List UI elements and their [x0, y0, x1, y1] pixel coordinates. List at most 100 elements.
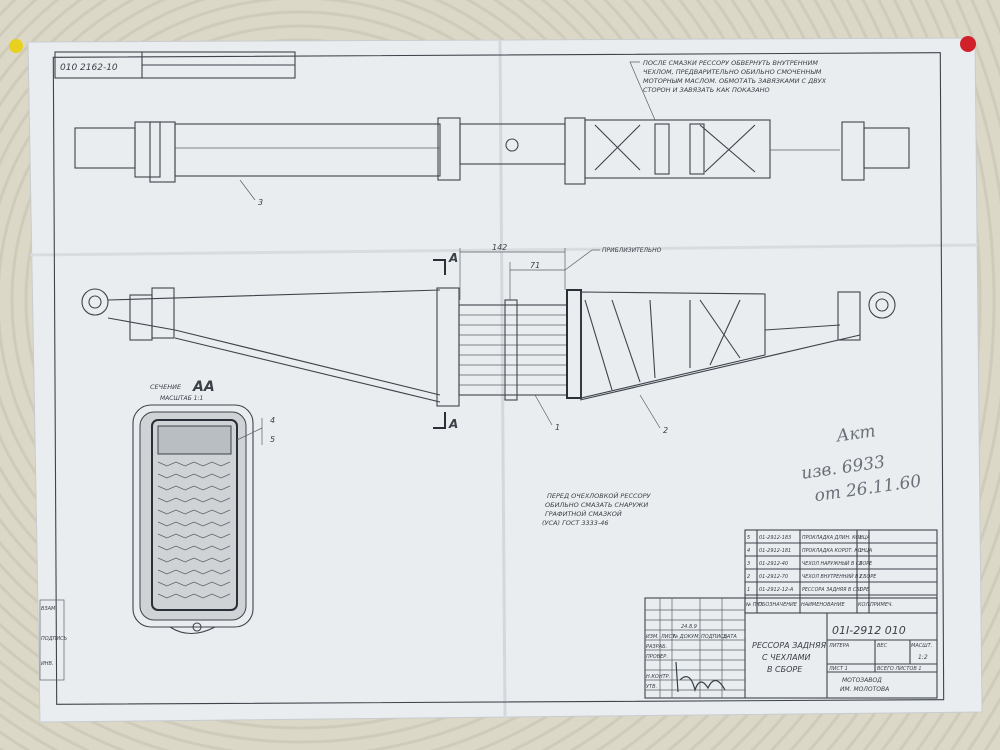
- revision-header: № ДОКУМ.: [672, 634, 700, 640]
- grease-note-line: ОБИЛЬНО СМАЗАТЬ СНАРУЖИ: [545, 501, 648, 509]
- parts-table-cell: 01-2912-181: [759, 548, 791, 554]
- drawing-title: С ЧЕХЛАМИ: [762, 653, 811, 662]
- title-block: ИЗМ. ЛИСТ № ДОКУМ. ПОДПИСЬ ДАТА 24.8.9 Р…: [644, 597, 938, 699]
- parts-table-cell: 01-2912-70: [759, 574, 788, 580]
- dimension-short: 71: [530, 261, 540, 270]
- grease-note: ПЕРЕД ОЧЕХЛОВКОЙ РЕССОРУ ОБИЛЬНО СМАЗАТЬ…: [542, 491, 652, 527]
- signature: [675, 661, 726, 693]
- leaf-section-line: [157, 473, 231, 479]
- parts-table-cell: ПРОКЛАДКА КОРОТ. КОНЦА: [802, 548, 872, 554]
- leader-2: 2: [663, 426, 668, 435]
- leaf-section-line: [157, 461, 231, 467]
- revision-header: ИЗМ.: [646, 634, 659, 640]
- pin-yellow: [9, 39, 23, 53]
- scale-label: МАСШТ.: [911, 643, 932, 649]
- top-code: 010 2162-10: [60, 63, 118, 73]
- section-aa: СЕЧЕНИЕ AA МАСШТАБ 1:1 4 5: [132, 379, 275, 635]
- left-stamp-label: ПОДПИСЬ: [41, 636, 67, 642]
- side-view: 1 2: [81, 287, 896, 435]
- section-name: AA: [192, 379, 215, 395]
- parts-table-cell: 4: [747, 548, 750, 554]
- revision-header: ЛИСТ: [660, 634, 676, 640]
- left-stamp-label: ВЗАМ.: [41, 606, 57, 612]
- parts-table: 5 01-2912-183 ПРОКЛАДКА ДЛИН. КОНЦА 1 4 01-29…: [744, 529, 938, 614]
- parts-table-cell: 3: [747, 561, 750, 567]
- sheet-label: ЛИСТ 1: [828, 666, 848, 672]
- parts-table-header: ОБОЗНАЧЕНИЕ: [758, 602, 798, 608]
- top-note: ПОСЛЕ СМАЗКИ РЕССОРУ ОБВЕРНУТЬ ВНУТРЕННИ…: [629, 59, 827, 121]
- leaf-section-line: [157, 557, 231, 563]
- left-stamp-label: ИНВ.: [41, 661, 54, 667]
- drawing-title: РЕССОРА ЗАДНЯЯ: [752, 641, 827, 650]
- parts-table-cell: 01-2912-12-А: [759, 587, 794, 593]
- leaf-section-line: [157, 485, 231, 491]
- parts-table-header: № П/П: [745, 602, 762, 608]
- top-note-line: ПОСЛЕ СМАЗКИ РЕССОРУ ОБВЕРНУТЬ ВНУТРЕННИ…: [643, 59, 818, 67]
- parts-table-cell: 1: [859, 548, 862, 554]
- weight-label: ВЕС: [877, 643, 888, 649]
- litera-label: ЛИТЕРА: [828, 643, 850, 649]
- top-note-line: ЧЕХЛОМ, ПРЕДВАРИТЕЛЬНО ОБИЛЬНО СМОЧЕННЫМ: [643, 68, 822, 76]
- drawing-frame: [52, 52, 945, 705]
- parts-table-cell: 2: [859, 574, 862, 580]
- leader-5: 5: [270, 435, 275, 444]
- dimensions: 142 71 ПРИБЛИЗИТЕЛЬНО A A: [433, 243, 662, 431]
- drawing-scale: 1:2: [918, 654, 928, 661]
- parts-table-cell: 01-2912-40: [759, 561, 788, 567]
- leaf-section-line: [157, 569, 231, 575]
- pin-red: [960, 36, 976, 52]
- parts-table-cell: 2: [747, 574, 750, 580]
- parts-table-cell: 1: [747, 587, 750, 593]
- section-mark-top: A: [448, 251, 458, 265]
- grease-note-line: (УСА) ГОСТ 3333-46: [542, 519, 609, 527]
- parts-table-cell: РЕССОРА ЗАДНЯЯ В СБОРЕ: [802, 587, 870, 593]
- top-note-line: СТОРОН И ЗАВЯЗАТЬ КАК ПОКАЗАНО: [643, 86, 770, 94]
- drawing-code: 01I-2912 010: [832, 624, 906, 637]
- leaf-section-line: [157, 521, 231, 527]
- role-label: ПРОВЕР.: [646, 654, 668, 660]
- revision-header: ДАТА: [722, 634, 737, 640]
- dimension-long: 142: [492, 243, 507, 252]
- role-label: РАЗРАБ.: [646, 644, 667, 650]
- leaf-section-line: [157, 581, 231, 587]
- leader-3: 3: [258, 198, 263, 207]
- revision-header: ПОДПИСЬ: [701, 634, 727, 640]
- drawing-title: В СБОРЕ: [767, 665, 803, 674]
- top-note-line: МОТОРНЫМ МАСЛОМ. ОБМОТАТЬ ЗАВЯЗКАМИ С ДВ…: [643, 77, 827, 85]
- leaf-lines: [157, 461, 231, 599]
- leaf-section-line: [157, 545, 231, 551]
- section-scale: МАСШТАБ 1:1: [160, 395, 203, 402]
- leader-4: 4: [270, 416, 275, 425]
- grease-note-line: ПЕРЕД ОЧЕХЛОВКОЙ РЕССОРУ: [547, 491, 652, 500]
- role-label: Н.КОНТР.: [646, 674, 670, 680]
- grease-note-line: ГРАФИТНОЙ СМАЗКОЙ: [545, 509, 622, 518]
- approx-label: ПРИБЛИЗИТЕЛЬНО: [602, 247, 662, 254]
- leaf-section-line: [157, 497, 231, 503]
- leaf-section-line: [157, 533, 231, 539]
- section-label: СЕЧЕНИЕ: [150, 383, 182, 391]
- parts-table-header: НАИМЕНОВАНИЕ: [801, 602, 845, 608]
- parts-table-cell: ПРОКЛАДКА ДЛИН. КОНЦА: [802, 535, 870, 541]
- org-name: МОТОЗАВОД: [842, 677, 882, 684]
- top-view: 3: [74, 117, 910, 207]
- sheets-total-label: ВСЕГО ЛИСТОВ 1: [877, 666, 922, 672]
- leaf-section-line: [157, 509, 231, 515]
- parts-table-cell: 5: [747, 535, 750, 541]
- parts-table-cell: ЧЕХОЛ НАРУЖНЫЙ В СБОРЕ: [802, 560, 873, 567]
- parts-table-header: ПРИМЕЧ.: [870, 602, 893, 608]
- org-name: ИМ. МОЛОТОВА: [840, 686, 889, 693]
- leaf-section-line: [157, 593, 231, 599]
- parts-table-header: КОЛ.: [858, 602, 871, 608]
- top-code-box: 010 2162-10: [54, 51, 296, 79]
- parts-table-cell: ЧЕХОЛ ВНУТРЕННИЙ В СБОРЕ: [802, 573, 877, 580]
- parts-table-cell: 01-2912-183: [759, 535, 791, 541]
- role-label: УТВ.: [646, 684, 657, 690]
- leader-1: 1: [555, 423, 560, 432]
- title-date: 24.8.9: [681, 624, 697, 630]
- left-stamp: ВЗАМ. ПОДПИСЬ ИНВ.: [39, 599, 67, 681]
- section-mark-bottom: A: [448, 417, 458, 431]
- parts-table-cell: 1: [859, 587, 862, 593]
- parts-table-cell: 2: [859, 561, 862, 567]
